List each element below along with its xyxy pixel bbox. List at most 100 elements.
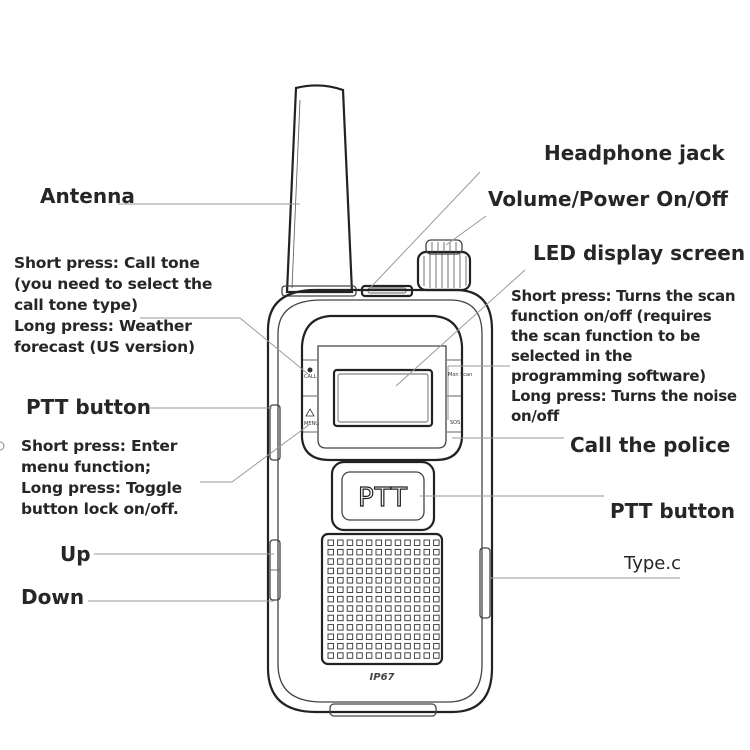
grille-hole [385,567,392,575]
grille-hole [365,567,373,575]
grille-hole [404,614,411,622]
grille-hole [346,577,354,584]
grille-hole [433,614,440,622]
grille-hole [423,633,430,640]
grille-hole [327,595,334,603]
grille-hole [346,595,354,603]
grille-hole [404,548,411,556]
grille-hole [365,558,373,565]
volume-knob-shape [416,239,472,292]
grille-hole [346,642,354,650]
grille-hole [404,567,411,575]
grille-hole [385,614,392,622]
grille-hole [375,558,382,565]
grille-hole [404,633,411,640]
grille-hole [337,605,344,612]
grille-hole [346,652,354,659]
grille-hole [404,642,411,650]
grille-hole [365,624,373,631]
grille-hole [423,652,430,659]
label-down: Down [21,585,85,609]
grille-hole [327,652,334,659]
grille-hole [327,567,334,575]
label-ptt-right: PTT button [610,499,736,523]
grille-hole [346,624,354,631]
call-key-label: CALL [304,374,317,380]
label-led-display: LED display screen [533,241,746,265]
grille-hole [433,567,440,575]
grille-hole [394,539,402,546]
grille-hole [385,633,392,640]
grille-hole [394,548,402,556]
grille-hole [337,548,344,556]
grille-hole [423,605,430,612]
grille-hole [394,624,402,631]
grille-hole [404,595,411,603]
grille-hole [337,539,344,546]
grille-hole [433,558,440,565]
grille-hole [394,586,402,593]
grille-hole [327,642,334,650]
grille-hole [423,577,430,584]
grille-hole [413,595,421,603]
ip-rating-text: IP67 [370,672,395,683]
label-antenna: Antenna [40,184,135,208]
grille-hole [385,586,392,593]
grille-hole [327,624,334,631]
grille-hole [337,567,344,575]
grille-hole [346,633,354,640]
grille-hole [337,642,344,650]
grille-hole [375,539,382,546]
grille-hole [327,633,334,640]
grille-hole [346,586,354,593]
grille-hole [356,642,363,650]
grille-hole [365,633,373,640]
grille-hole [394,633,402,640]
grille-hole [413,548,421,556]
grille-hole [375,605,382,612]
grille-hole [375,652,382,659]
grille-hole [375,567,382,575]
grille-hole [346,548,354,556]
grille-hole [385,652,392,659]
grille-hole [394,595,402,603]
sos-key-label: SOS [450,420,460,426]
grille-hole [375,586,382,593]
grille-hole [394,577,402,584]
grille-hole [423,586,430,593]
grille-hole [365,605,373,612]
grille-hole [346,614,354,622]
grille-hole [327,605,334,612]
grille-hole [423,548,430,556]
grille-hole [385,539,392,546]
grille-hole [365,548,373,556]
grille-hole [385,642,392,650]
grille-hole [413,624,421,631]
grille-hole [385,577,392,584]
face-panel [300,314,464,462]
grille-hole [385,558,392,565]
label-type-c: Type.c [624,553,681,574]
grille-hole [337,624,344,631]
grille-hole [356,624,363,631]
label-menu: Short press: Enter menu function; Long p… [21,437,182,518]
grille-hole [423,642,430,650]
grille-hole [346,567,354,575]
grille-hole [433,652,440,659]
grille-hole [346,605,354,612]
grille-hole [423,567,430,575]
grille-hole [375,633,382,640]
antenna-shape [281,84,357,297]
grille-hole [413,586,421,593]
grille-hole [404,605,411,612]
grille-hole [356,539,363,546]
grille-hole [337,577,344,584]
grille-hole [413,633,421,640]
grille-hole [404,558,411,565]
grille-hole [404,652,411,659]
grille-hole [327,614,334,622]
grille-hole [356,652,363,659]
label-volume-power: Volume/Power On/Off [488,187,728,211]
